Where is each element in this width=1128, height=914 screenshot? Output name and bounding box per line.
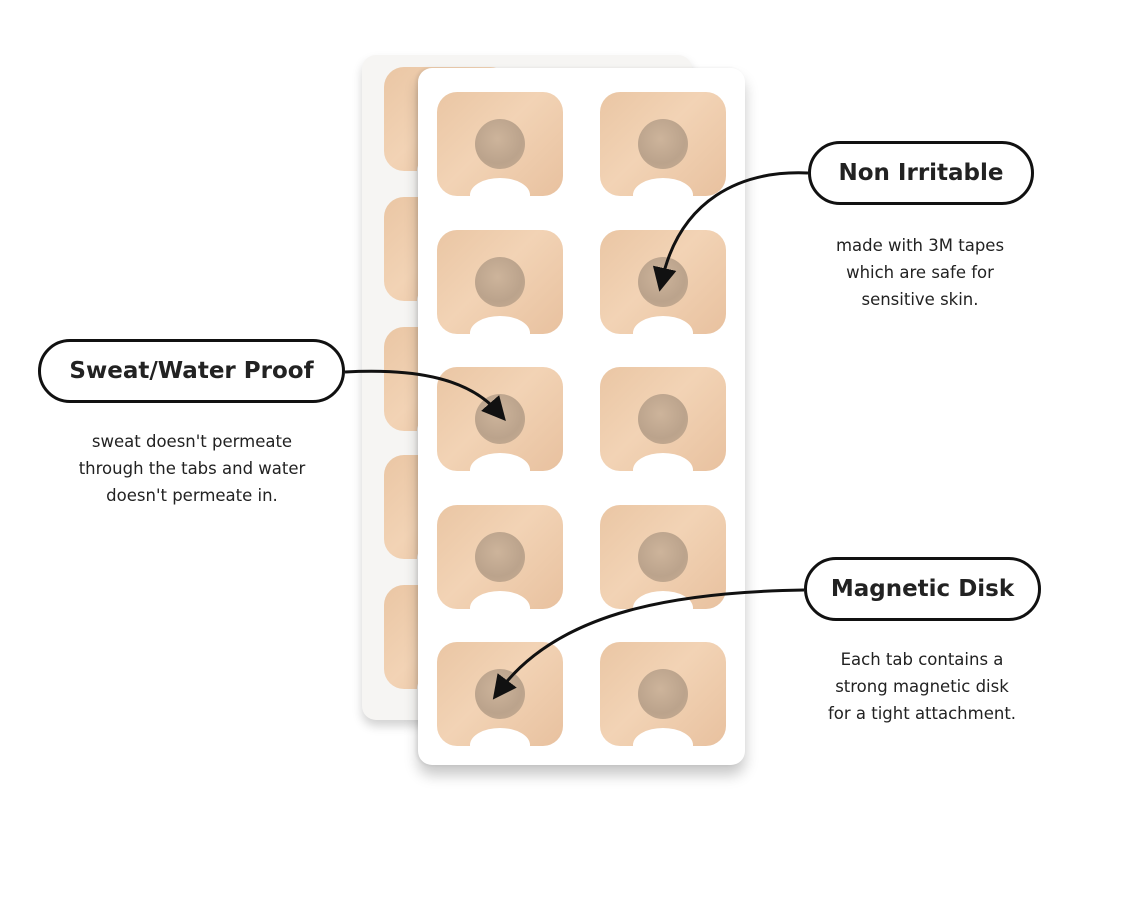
magnetic-disk bbox=[638, 532, 688, 582]
description-line: which are safe for bbox=[846, 263, 994, 282]
description-line: through the tabs and water bbox=[78, 459, 306, 478]
magnetic-tab bbox=[600, 92, 726, 196]
feature-title-magnetic-disk: Magnetic Disk bbox=[804, 557, 1041, 621]
feature-description-magnetic-disk: Each tab contains a strong magnetic disk… bbox=[800, 646, 1044, 727]
feature-description-non-irritable: made with 3M tapes which are safe for se… bbox=[800, 232, 1040, 313]
arrow-magnetic-disk bbox=[492, 588, 805, 700]
description-line: for a tight attachment. bbox=[827, 704, 1017, 723]
description-line: doesn't permeate in. bbox=[106, 486, 278, 505]
magnetic-tab bbox=[437, 505, 563, 609]
feature-title-sweat-water-proof: Sweat/Water Proof bbox=[38, 339, 345, 403]
arrow-non-irritable bbox=[652, 171, 809, 292]
description-line: made with 3M tapes bbox=[835, 236, 1005, 255]
arrow-sweat-water-proof bbox=[344, 369, 506, 422]
magnetic-tab bbox=[600, 505, 726, 609]
magnetic-disk bbox=[475, 257, 525, 307]
magnetic-disk bbox=[638, 119, 688, 169]
magnetic-tab bbox=[600, 367, 726, 471]
magnetic-disk bbox=[475, 119, 525, 169]
magnetic-tab bbox=[437, 230, 563, 334]
description-line: strong magnetic disk bbox=[835, 677, 1009, 696]
magnetic-disk bbox=[638, 669, 688, 719]
feature-title-non-irritable: Non Irritable bbox=[808, 141, 1034, 205]
magnetic-tab bbox=[437, 92, 563, 196]
magnetic-disk bbox=[475, 532, 525, 582]
magnetic-disk bbox=[638, 394, 688, 444]
magnetic-tab bbox=[600, 642, 726, 746]
description-line: Each tab contains a bbox=[840, 650, 1004, 669]
description-line: sweat doesn't permeate bbox=[91, 432, 293, 451]
description-line: sensitive skin. bbox=[861, 290, 979, 309]
feature-description-sweat-water-proof: sweat doesn't permeate through the tabs … bbox=[42, 428, 342, 509]
